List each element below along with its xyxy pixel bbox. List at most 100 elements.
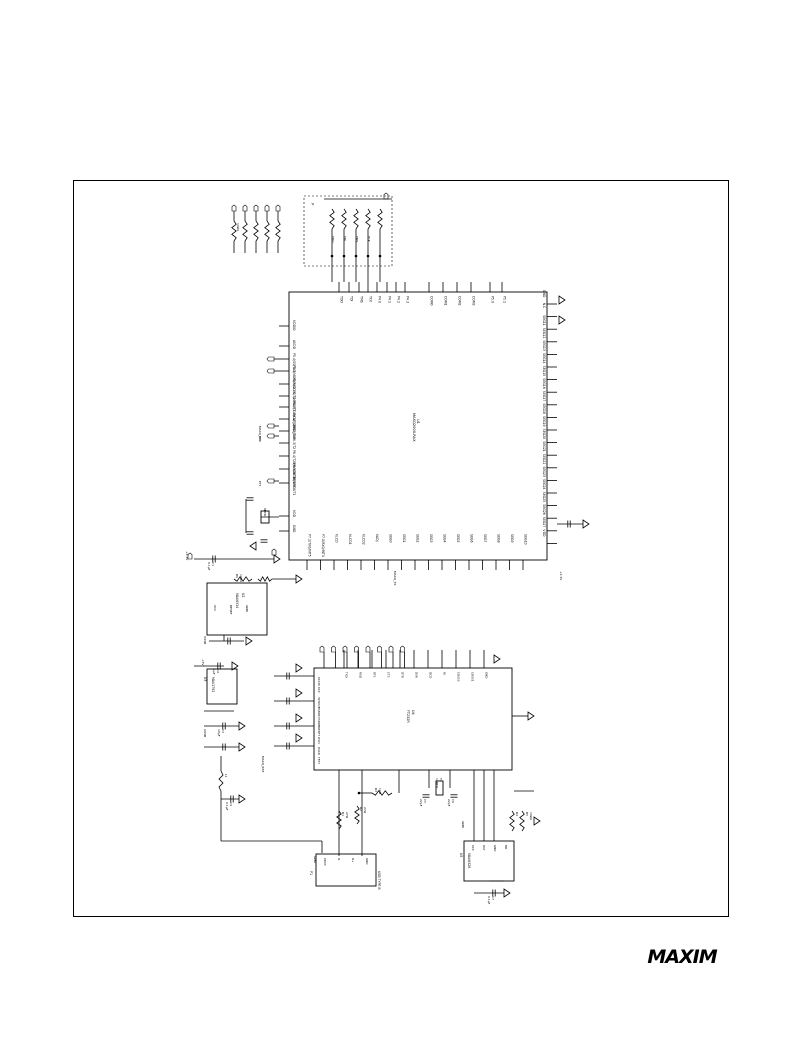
mcu-pin-label: P4.3 bbox=[406, 296, 410, 303]
reset-ic-pin-label: VCC bbox=[213, 605, 217, 611]
mcu-pin-label: P7.1/TX0/INT5 bbox=[308, 534, 312, 557]
resistor-icon bbox=[519, 810, 525, 832]
capacitor-value: 10µF bbox=[217, 729, 221, 737]
ground-icon bbox=[295, 688, 303, 698]
net-flag-icon bbox=[388, 645, 394, 653]
mcu-pin-label: SEG16 bbox=[542, 378, 546, 389]
net-flag-icon bbox=[319, 645, 325, 653]
mcu-pin-label: P7.0/RX0/INT4 bbox=[321, 534, 325, 557]
mcu-body bbox=[288, 291, 548, 561]
mcu-pin-label: P5.6/SCLK/T2 bbox=[292, 378, 296, 399]
usb-ic-pin-label: RESET bbox=[317, 727, 321, 736]
supervisor-pin-label: GND bbox=[493, 845, 497, 851]
mcu-pin-label: VADJ bbox=[375, 534, 379, 542]
resistor-icon bbox=[365, 208, 371, 230]
resistor-icon bbox=[253, 220, 259, 242]
resistor-designator: R6 bbox=[235, 574, 239, 578]
resistor-designator: R4 bbox=[515, 812, 519, 816]
crystal-value: 8MHz bbox=[263, 508, 267, 517]
usb-ic-pin-label: USBDP bbox=[317, 707, 321, 717]
jtag-signal-label: TMS bbox=[355, 235, 359, 242]
crystal-icon bbox=[260, 510, 270, 524]
usb-ic-pin-label: VCCIO bbox=[317, 677, 321, 687]
mcu-pin-label: SEG14 bbox=[542, 353, 546, 364]
components bbox=[187, 192, 590, 898]
mcu-pin-label: SEG25 bbox=[542, 492, 546, 503]
net-label-p71: P71 bbox=[258, 481, 262, 487]
mcu-pin-label: GND bbox=[292, 525, 296, 533]
net-flag-icon bbox=[264, 204, 270, 212]
net-flag-icon bbox=[242, 204, 248, 212]
mcu-pin-label: SEG20 bbox=[542, 429, 546, 440]
reset-ic-designator: U2 bbox=[241, 593, 245, 597]
mcu-pin-label: TCK bbox=[369, 295, 373, 303]
net-label-3v3: +3.3V bbox=[185, 551, 189, 561]
mcu-pin-label: SEG10 bbox=[524, 534, 528, 545]
resistor-value: 27Ω bbox=[345, 812, 349, 819]
net-flag-icon bbox=[266, 478, 275, 484]
ground-icon bbox=[238, 794, 246, 804]
net-label-maxq-rst: MAXQ_RST bbox=[261, 756, 265, 773]
ground-icon bbox=[245, 636, 253, 646]
ground-icon bbox=[231, 661, 239, 671]
usb-connector-body bbox=[315, 853, 377, 887]
inductor-designator: L1 bbox=[224, 774, 228, 778]
supervisor-designator: U5 bbox=[459, 853, 463, 857]
capacitor-value: 0.1µF bbox=[225, 802, 229, 811]
mcu-pin-label: P6.0/T1B/OW_OUT bbox=[292, 401, 296, 430]
mcu-pin-label: VDDIO bbox=[292, 320, 296, 331]
connector-pin-label: D+ bbox=[351, 858, 355, 863]
mcu-pin-label: VLCD bbox=[335, 534, 339, 543]
junction-dot bbox=[330, 254, 334, 258]
mcu-pin-label: TMS bbox=[360, 295, 364, 303]
usb-ic-pin-label: DCD bbox=[429, 672, 433, 678]
mcu-pin-label: SEG8 bbox=[497, 534, 501, 543]
ground-icon bbox=[295, 733, 303, 743]
maxim-logo: MAXIM bbox=[647, 946, 718, 966]
inductor-icon bbox=[218, 770, 224, 792]
mcu-pin-label: P4.0 bbox=[378, 296, 382, 303]
usb-ic-pin-label: TEST bbox=[317, 756, 321, 764]
resistor-value: 10kΩ bbox=[239, 574, 243, 583]
usb-ic-designator: U4 bbox=[411, 710, 415, 715]
mcu-pin-label: SEG18 bbox=[542, 403, 546, 414]
net-flag-icon bbox=[365, 645, 371, 653]
ground-icon bbox=[249, 541, 257, 551]
mcu-pin-label: P5.7/MISO/T2 bbox=[292, 390, 296, 411]
supervisor-pin-label: RST bbox=[482, 845, 486, 851]
junction-dot bbox=[378, 254, 382, 258]
net-flag-icon bbox=[266, 356, 275, 362]
ground-icon bbox=[582, 519, 590, 529]
reset-ic-pin-label: GND bbox=[245, 605, 249, 613]
resistor-icon bbox=[336, 810, 342, 830]
resistor-icon bbox=[264, 220, 270, 242]
jtag-signal-label: TDI bbox=[343, 235, 347, 241]
net-flag-icon bbox=[342, 645, 348, 653]
usb-ic-pin-label: VCC bbox=[317, 687, 321, 693]
junction-dot bbox=[357, 791, 361, 795]
capacitor-designator: C6 bbox=[451, 799, 455, 803]
net-label-vusb: VUSB bbox=[203, 636, 207, 644]
resistor-icon bbox=[329, 208, 335, 230]
jtag-resistor-block bbox=[303, 195, 393, 267]
supervisor-pin-label: VCC bbox=[471, 845, 475, 851]
crystal-value: 12MHz bbox=[435, 778, 439, 789]
usb-ic-pin-label: CBUS1 bbox=[471, 672, 475, 682]
mcu-pin-label: P5.1 bbox=[503, 296, 507, 303]
capacitor-value: 0.1µF bbox=[207, 562, 211, 571]
usb-ic-pin-label: RTS bbox=[373, 672, 377, 677]
mcu-pin-label: SEG17 bbox=[542, 391, 546, 402]
usb-ic-part-name: FT232R bbox=[406, 710, 410, 723]
ground-icon bbox=[295, 574, 303, 584]
supervisor-pin-label: MR bbox=[504, 845, 508, 849]
mcu-pin-label: SEG7 bbox=[483, 534, 487, 543]
supervisor-ic-body bbox=[463, 840, 515, 882]
resistor-icon bbox=[257, 575, 273, 583]
jtag-designator: J1 bbox=[311, 202, 315, 206]
mcu-pin-label: SEG22 bbox=[542, 454, 546, 465]
ground-icon bbox=[558, 295, 566, 305]
net-label-gnd: GND bbox=[313, 856, 317, 864]
net-flag-icon bbox=[266, 433, 275, 439]
labels: U1MAXQ2000-RAXVDDIOAVDDP5.4/SS/TX2P5.5/M… bbox=[185, 202, 563, 905]
resistor-value: 10kΩ bbox=[529, 812, 533, 821]
